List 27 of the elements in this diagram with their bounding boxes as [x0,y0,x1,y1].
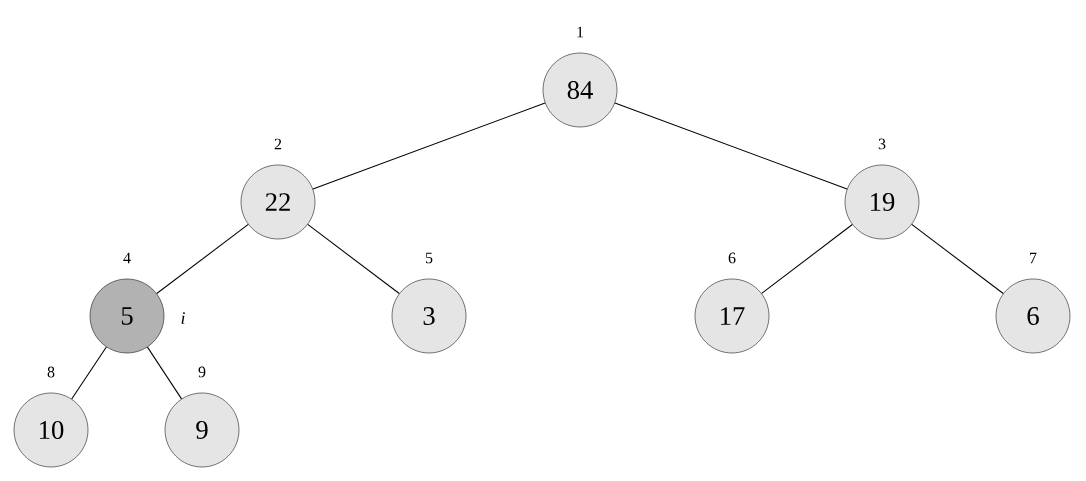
tree-node: 19 [844,164,920,240]
tree-node: 22 [240,164,316,240]
index-label: 6 [728,252,736,264]
tree-edge [156,223,249,295]
index-label: 1 [577,26,584,38]
index-label: 3 [878,138,886,150]
index-label: 4 [123,252,131,264]
index-label: 7 [1030,252,1037,264]
index-label: 9 [198,366,206,378]
tree-node: 6 [995,278,1071,354]
tree-edge [614,102,848,190]
tree-node: 10 [13,392,89,468]
tree-node: 84 [542,52,618,128]
tree-node: 5 [89,278,165,354]
tree-edge [146,346,183,400]
tree-node: 17 [694,278,770,354]
tree-edge [911,223,1004,295]
tree-edge [307,223,400,295]
index-label: 5 [425,252,433,264]
pointer-label: i [181,312,185,324]
index-label: 8 [47,366,55,378]
tree-node: 9 [164,392,240,468]
tree-edge [761,224,853,294]
tree-edge [71,346,107,400]
index-label: 2 [274,138,282,150]
tree-edge [312,102,546,190]
tree-node: 3 [391,278,467,354]
